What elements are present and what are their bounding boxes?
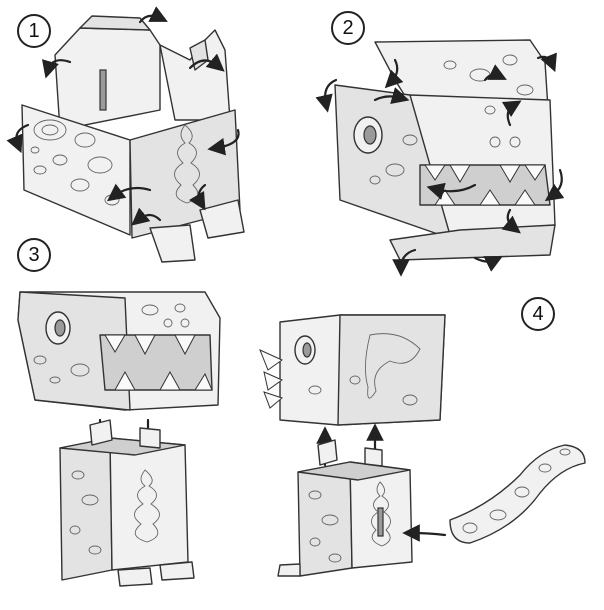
final-foot: [277, 563, 301, 577]
step-2-label: 2: [331, 11, 365, 45]
left-foot: [149, 224, 196, 263]
body-spots: [69, 470, 102, 555]
final-body-tab-right: [364, 447, 383, 467]
body-front-face: [109, 437, 189, 571]
spot-pattern: [30, 119, 120, 206]
final-head-teeth: [259, 349, 284, 409]
step-1-label: 1: [17, 14, 51, 48]
head-spots: [33, 303, 190, 384]
step-3-label: 3: [17, 238, 51, 272]
eye-icon: [353, 116, 383, 154]
body-tab-right: [139, 427, 161, 449]
step-1-illustration: [0, 0, 300, 280]
final-body-left: [297, 461, 353, 577]
teeth-row-top: [424, 164, 546, 183]
head-eye-icon: [45, 311, 71, 345]
foot-left: [117, 567, 153, 587]
body-left-face: [59, 437, 113, 581]
lower-jaw: [389, 224, 556, 261]
tail-spots: [462, 448, 571, 534]
final-body-tab-left: [317, 439, 338, 466]
left-panel: [21, 104, 131, 236]
head-spot-pattern: [369, 54, 534, 185]
step-3-illustration: [0, 280, 260, 610]
head-teeth: [104, 334, 213, 391]
step-2-illustration: [300, 0, 604, 280]
back-panel: [54, 27, 161, 131]
tail-piece: [449, 444, 586, 544]
body-tab-left: [89, 419, 113, 446]
step-4-label: 4: [521, 297, 555, 331]
top-tab: [79, 15, 151, 31]
final-body-spots: [308, 490, 342, 563]
step-4-illustration: [259, 280, 604, 610]
right-foot: [199, 199, 245, 239]
side-flap: [159, 29, 231, 121]
final-head-spots: [308, 375, 418, 406]
foot-right: [159, 561, 195, 581]
slot: [99, 69, 107, 111]
tail-slot: [377, 507, 384, 537]
final-eye-icon: [294, 335, 316, 365]
